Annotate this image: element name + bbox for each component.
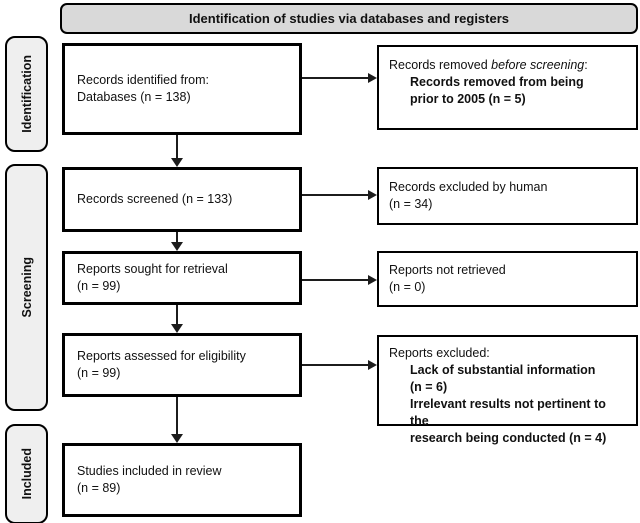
box-reports-not-retrieved: Reports not retrieved (n = 0) <box>377 251 638 307</box>
records-identified-line2: Databases (n = 138) <box>77 90 191 104</box>
stage-label-screening: Screening <box>5 164 48 411</box>
box-reports-assessed: Reports assessed for eligibility (n = 99… <box>62 333 302 397</box>
reports-not-retrieved-line1: Reports not retrieved <box>389 263 506 277</box>
stage-label-identification-text: Identification <box>19 55 34 133</box>
box-studies-included: Studies included in review (n = 89) <box>62 443 302 517</box>
box-reports-sought: Reports sought for retrieval (n = 99) <box>62 251 302 305</box>
records-removed-detail-1: Records removed from being <box>410 75 584 89</box>
records-excluded-line1: Records excluded by human <box>389 180 548 194</box>
box-records-screened: Records screened (n = 133) <box>62 167 302 232</box>
records-removed-title: Records removed before screening: <box>389 57 628 74</box>
reports-sought-line1: Reports sought for retrieval <box>77 262 228 276</box>
records-removed-title-suffix: : <box>584 58 588 72</box>
studies-included-line2: (n = 89) <box>77 481 121 495</box>
arrow-screened-to-sought-line <box>176 232 178 243</box>
arrow-assessed-to-included-line <box>176 397 178 435</box>
stage-label-identification: Identification <box>5 36 48 152</box>
arrow-screened-to-excluded-head <box>368 190 377 200</box>
records-excluded-line2: (n = 34) <box>389 197 433 211</box>
stage-label-included: Included <box>5 424 48 523</box>
records-identified-line1: Records identified from: <box>77 73 210 87</box>
arrow-identified-to-screened-line <box>176 135 178 159</box>
reports-excluded-detail-2: (n = 6) <box>410 380 448 394</box>
arrow-assessed-to-reportsexcluded-head <box>368 360 377 370</box>
stage-label-included-text: Included <box>19 448 34 500</box>
arrow-assessed-to-included-head <box>171 434 183 443</box>
diagram-title-banner: Identification of studies via databases … <box>60 3 638 34</box>
reports-assessed-line2: (n = 99) <box>77 366 121 380</box>
reports-sought-line2: (n = 99) <box>77 279 121 293</box>
arrow-sought-to-assessed-head <box>171 324 183 333</box>
arrow-sought-to-assessed-line <box>176 305 178 325</box>
reports-excluded-detail-4: research being conducted (n = 4) <box>410 431 607 445</box>
records-removed-title-italic: before screening <box>491 58 585 72</box>
reports-excluded-detail-3: Irrelevant results not pertinent to the <box>410 397 606 428</box>
records-screened-line1: Records screened (n = 133) <box>77 192 233 206</box>
arrow-identified-to-screened-head <box>171 158 183 167</box>
box-reports-excluded: Reports excluded: Lack of substantial in… <box>377 335 638 445</box>
arrow-screened-to-sought-head <box>171 242 183 251</box>
arrow-screened-to-excluded-line <box>302 194 369 196</box>
diagram-title: Identification of studies via databases … <box>188 11 510 26</box>
arrow-sought-to-notretrieved-head <box>368 275 377 285</box>
reports-excluded-title: Reports excluded: <box>389 346 490 360</box>
arrow-sought-to-notretrieved-line <box>302 279 369 281</box>
reports-not-retrieved-line2: (n = 0) <box>389 280 426 294</box>
box-records-removed-before-screening: Records removed before screening: Record… <box>377 45 638 130</box>
box-records-excluded: Records excluded by human (n = 34) <box>377 167 638 225</box>
arrow-assessed-to-reportsexcluded-line <box>302 364 369 366</box>
reports-assessed-line1: Reports assessed for eligibility <box>77 349 246 363</box>
records-removed-detail-2: prior to 2005 (n = 5) <box>410 92 526 106</box>
stage-label-screening-text: Screening <box>19 257 34 318</box>
arrow-identified-to-removed-head <box>368 73 377 83</box>
box-records-identified: Records identified from: Databases (n = … <box>62 43 302 135</box>
arrow-identified-to-removed-line <box>302 77 369 79</box>
records-removed-title-prefix: Records removed <box>389 58 492 72</box>
reports-excluded-detail-1: Lack of substantial information <box>410 363 596 377</box>
studies-included-line1: Studies included in review <box>77 464 222 478</box>
